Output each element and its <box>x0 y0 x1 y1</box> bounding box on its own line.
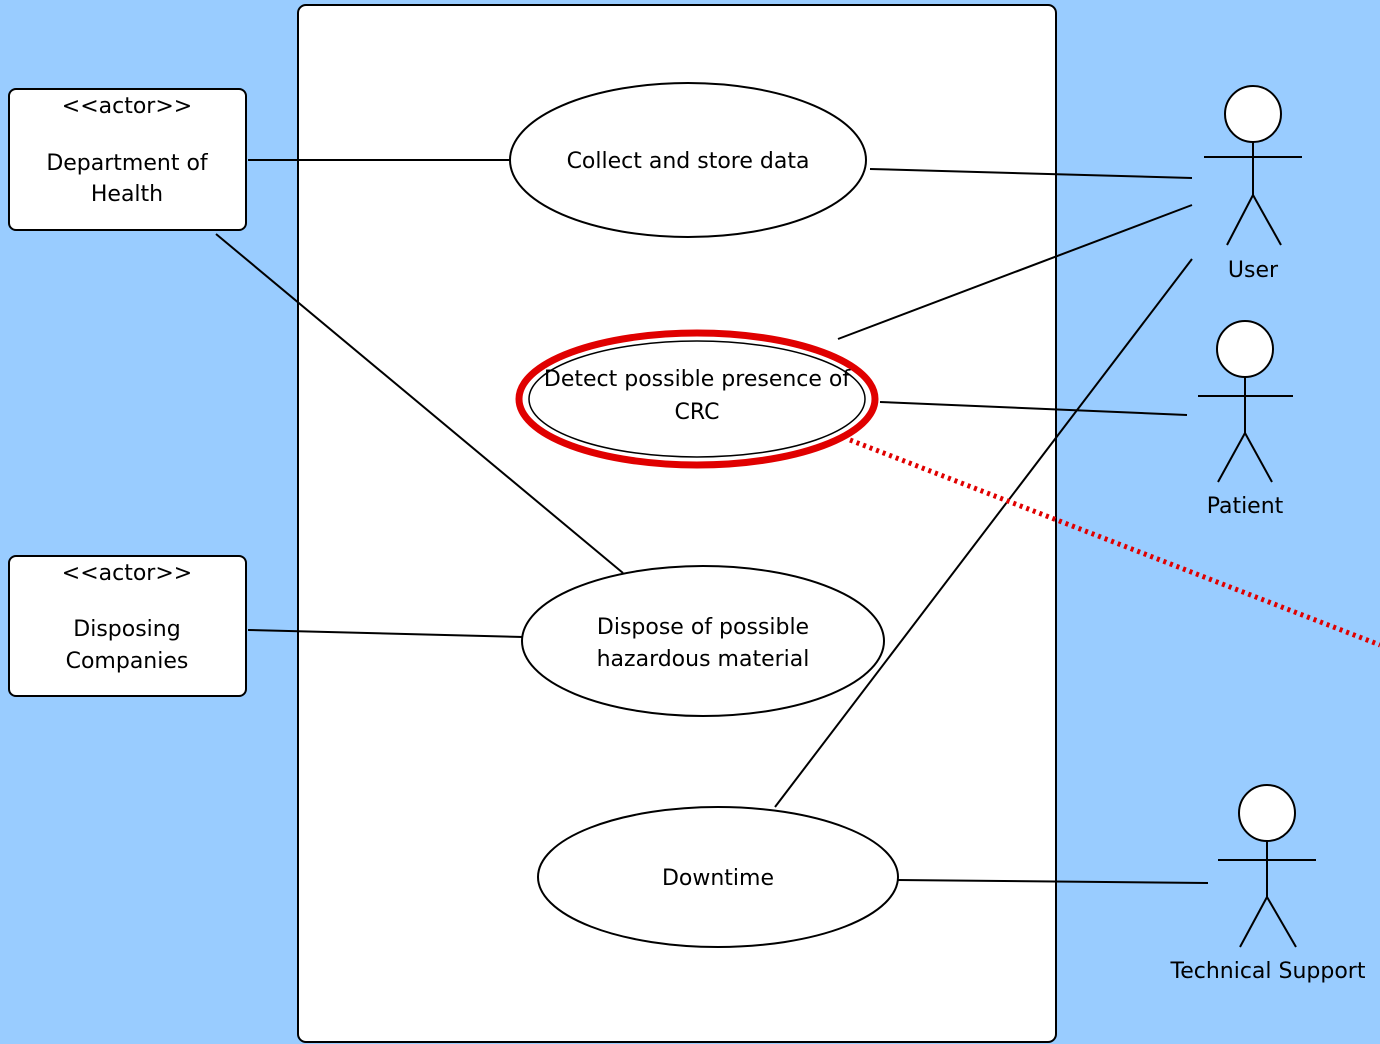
use-case-detect-crc[interactable]: Detect possible presence of CRC <box>515 329 879 469</box>
actor-head <box>1216 320 1274 378</box>
use-case-label: Collect and store data <box>567 149 810 174</box>
stick-actor-patient[interactable]: Patient <box>1198 320 1293 519</box>
actor-leg-left <box>1226 194 1254 246</box>
associations <box>215 159 1209 884</box>
actor-box-disposing-companies[interactable]: <<actor>> Disposing Companies <box>8 555 247 697</box>
actor-leg-right <box>1244 432 1273 483</box>
actor-head <box>1238 784 1296 842</box>
stick-actor-label: Patient <box>1207 494 1284 519</box>
actor-leg-left <box>1217 432 1246 483</box>
use-case-downtime[interactable]: Downtime <box>537 806 899 948</box>
use-case-label: Downtime <box>662 866 774 891</box>
actor-leg-left <box>1239 896 1268 948</box>
use-case-label-line2: CRC <box>675 400 720 425</box>
use-case-dispose-hazardous-material[interactable]: Dispose of possible hazardous material <box>521 565 885 717</box>
use-case-label-line1: Dispose of possible <box>597 615 809 640</box>
stick-actor-technical-support[interactable]: Technical Support <box>1170 784 1366 984</box>
assoc-collect-user <box>869 168 1193 179</box>
actor-box-label-line2: Health <box>91 182 163 207</box>
use-case-collect-and-store-data[interactable]: Collect and store data <box>509 82 867 238</box>
actor-leg-right <box>1266 896 1297 948</box>
assoc-downtime-techsupport <box>896 879 1209 884</box>
assoc-disp-dispose <box>247 629 524 638</box>
assoc-doh-dispose <box>215 233 624 574</box>
actor-head <box>1224 85 1282 143</box>
assoc-downtime-user <box>774 258 1193 808</box>
actor-box-label-line2: Companies <box>66 649 189 674</box>
actor-box-label-line1: Department of <box>46 151 209 176</box>
system-boundary <box>297 4 1057 1043</box>
highlight-ring <box>515 329 879 469</box>
stick-actor-label: Technical Support <box>1170 959 1366 984</box>
stick-actor-user[interactable]: User <box>1204 85 1302 283</box>
use-case-label-line2: hazardous material <box>597 647 810 672</box>
stick-actor-label: User <box>1228 258 1279 283</box>
use-case-label-line1: Detect possible presence of <box>544 367 852 392</box>
actor-box-label-line1: Disposing <box>73 617 180 642</box>
stereotype-label: <<actor>> <box>62 561 192 586</box>
assoc-detect-user <box>837 204 1193 340</box>
assoc-detect-patient <box>879 401 1188 416</box>
actor-leg-right <box>1252 194 1282 246</box>
stereotype-label: <<actor>> <box>62 94 192 119</box>
actor-box-department-of-health[interactable]: <<actor>> Department of Health <box>8 88 247 231</box>
